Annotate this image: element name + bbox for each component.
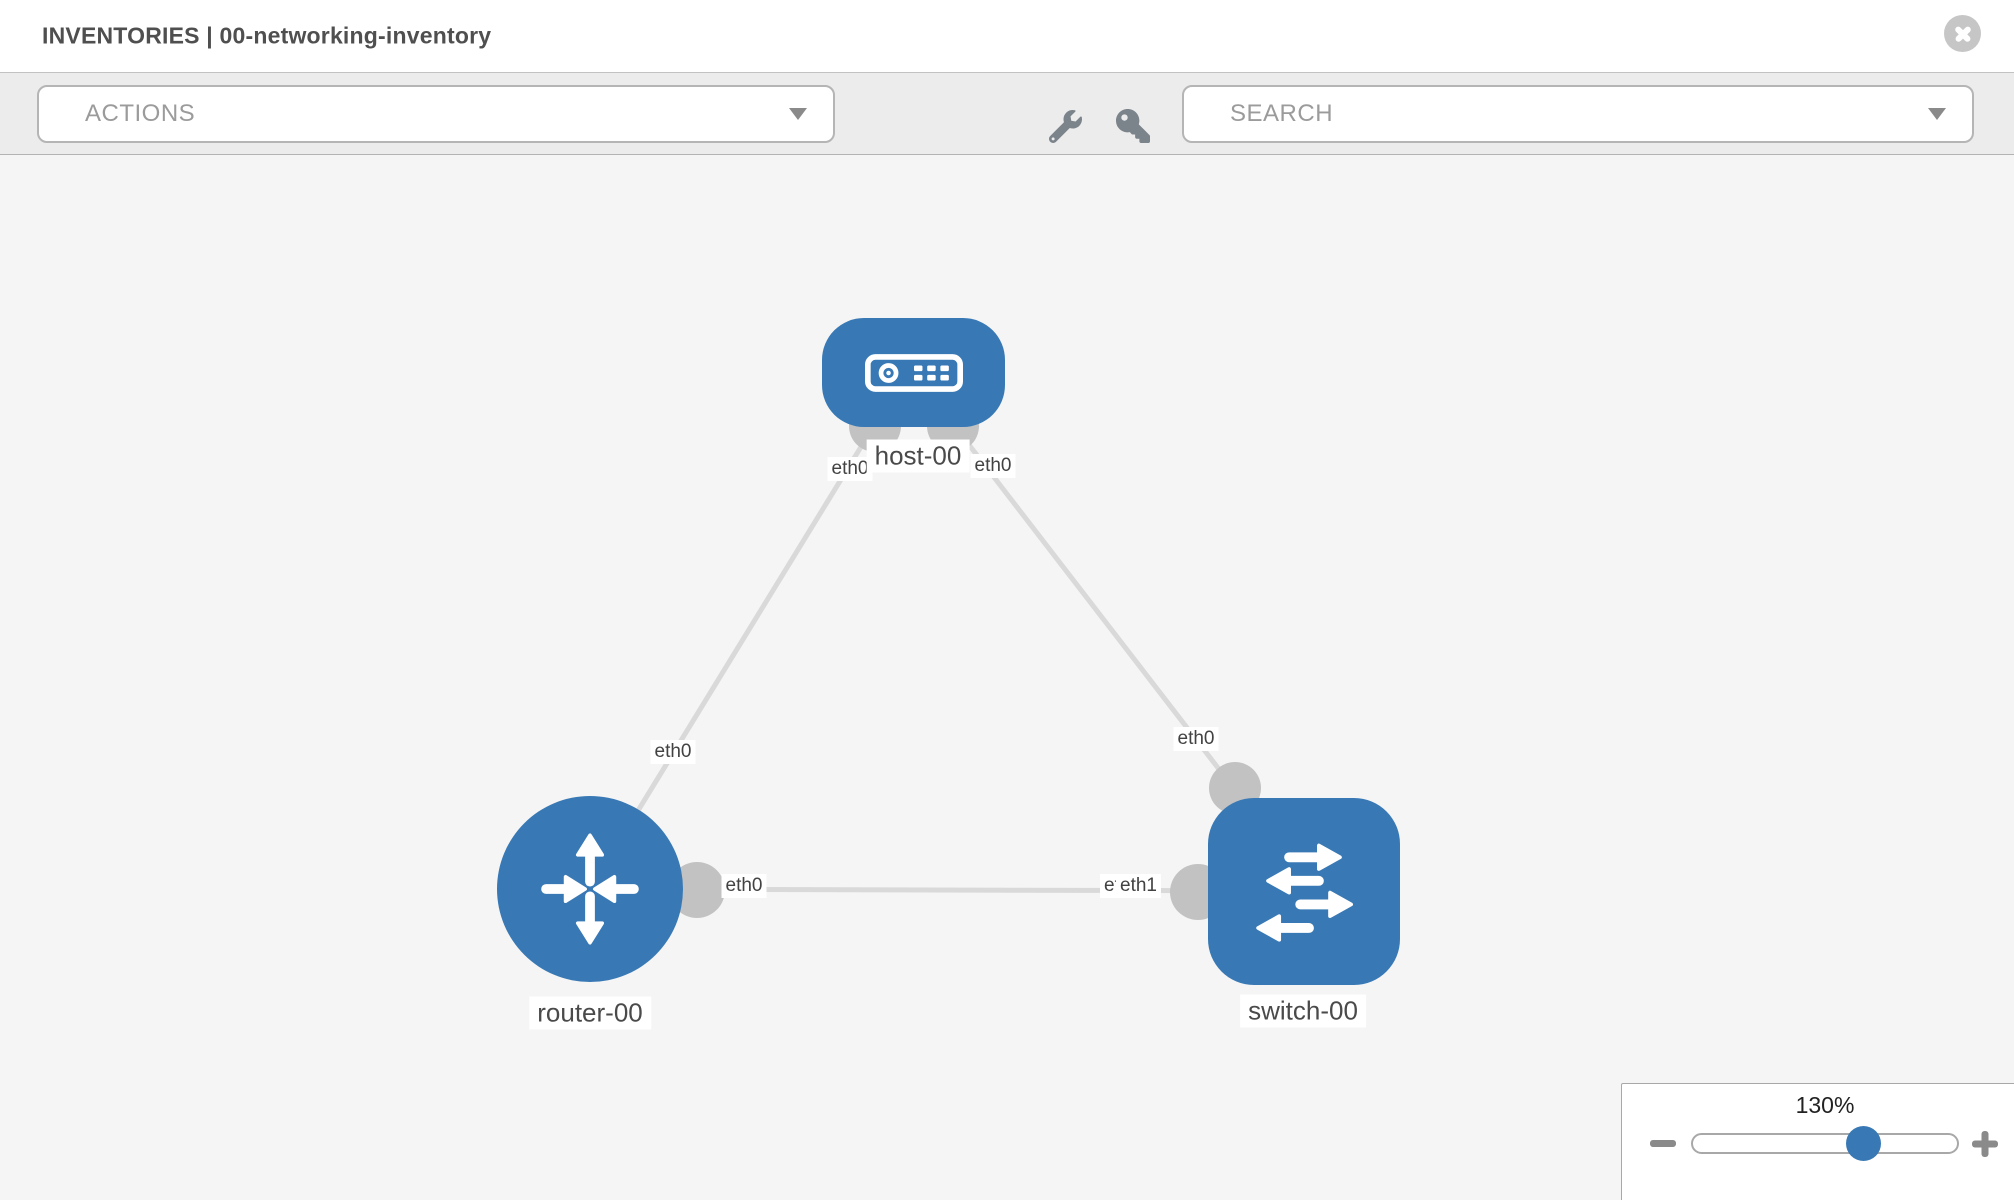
actions-dropdown-label: ACTIONS bbox=[85, 100, 196, 127]
wrench-icon bbox=[1048, 109, 1082, 143]
host-icon bbox=[864, 353, 963, 392]
zoom-level-label: 130% bbox=[1795, 1092, 1855, 1118]
interface-label: eth0 bbox=[827, 457, 873, 481]
key-button[interactable] bbox=[1111, 104, 1155, 148]
topology-canvas[interactable]: eth0 eth0 eth0 eth0 eth0 eth1 eth1 host-… bbox=[0, 155, 2014, 1200]
interface-label: eth0 bbox=[650, 740, 696, 764]
zoom-slider-knob[interactable] bbox=[1846, 1126, 1881, 1161]
search-dropdown[interactable]: SEARCH bbox=[1182, 85, 1974, 143]
search-dropdown-label: SEARCH bbox=[1230, 100, 1334, 127]
switch-icon bbox=[1256, 843, 1353, 942]
node-name-label: switch-00 bbox=[1240, 994, 1366, 1028]
interface-label: eth0 bbox=[970, 454, 1016, 478]
interface-label: eth0 bbox=[721, 874, 767, 898]
page-header: INVENTORIES | 00-networking-inventory bbox=[0, 0, 2014, 72]
zoom-in-plus-icon[interactable] bbox=[1972, 1131, 1998, 1157]
router-icon bbox=[541, 833, 639, 945]
page-title: INVENTORIES | 00-networking-inventory bbox=[42, 22, 492, 49]
node-host-00[interactable] bbox=[822, 318, 1005, 427]
chevron-down-icon bbox=[1928, 108, 1946, 120]
wrench-button[interactable] bbox=[1043, 104, 1087, 148]
topology-links-layer bbox=[587, 400, 1305, 920]
zoom-out-minus-icon[interactable] bbox=[1650, 1140, 1676, 1147]
toolbar: ACTIONS SEARCH bbox=[0, 72, 2014, 155]
chevron-down-icon bbox=[789, 108, 807, 120]
close-icon[interactable] bbox=[1944, 15, 1981, 52]
node-router-00[interactable] bbox=[497, 796, 683, 982]
zoom-widget: 130% bbox=[1621, 1083, 2014, 1200]
node-switch-00[interactable] bbox=[1208, 798, 1400, 985]
key-icon bbox=[1116, 109, 1150, 143]
actions-dropdown[interactable]: ACTIONS bbox=[37, 85, 835, 143]
interface-label: eth0 bbox=[1173, 727, 1219, 751]
zoom-slider-track[interactable] bbox=[1691, 1133, 1959, 1154]
link-endpoint bbox=[669, 862, 725, 918]
node-name-label: router-00 bbox=[529, 996, 651, 1030]
interface-label: eth1 bbox=[1116, 874, 1161, 898]
node-name-label: host-00 bbox=[866, 439, 970, 473]
